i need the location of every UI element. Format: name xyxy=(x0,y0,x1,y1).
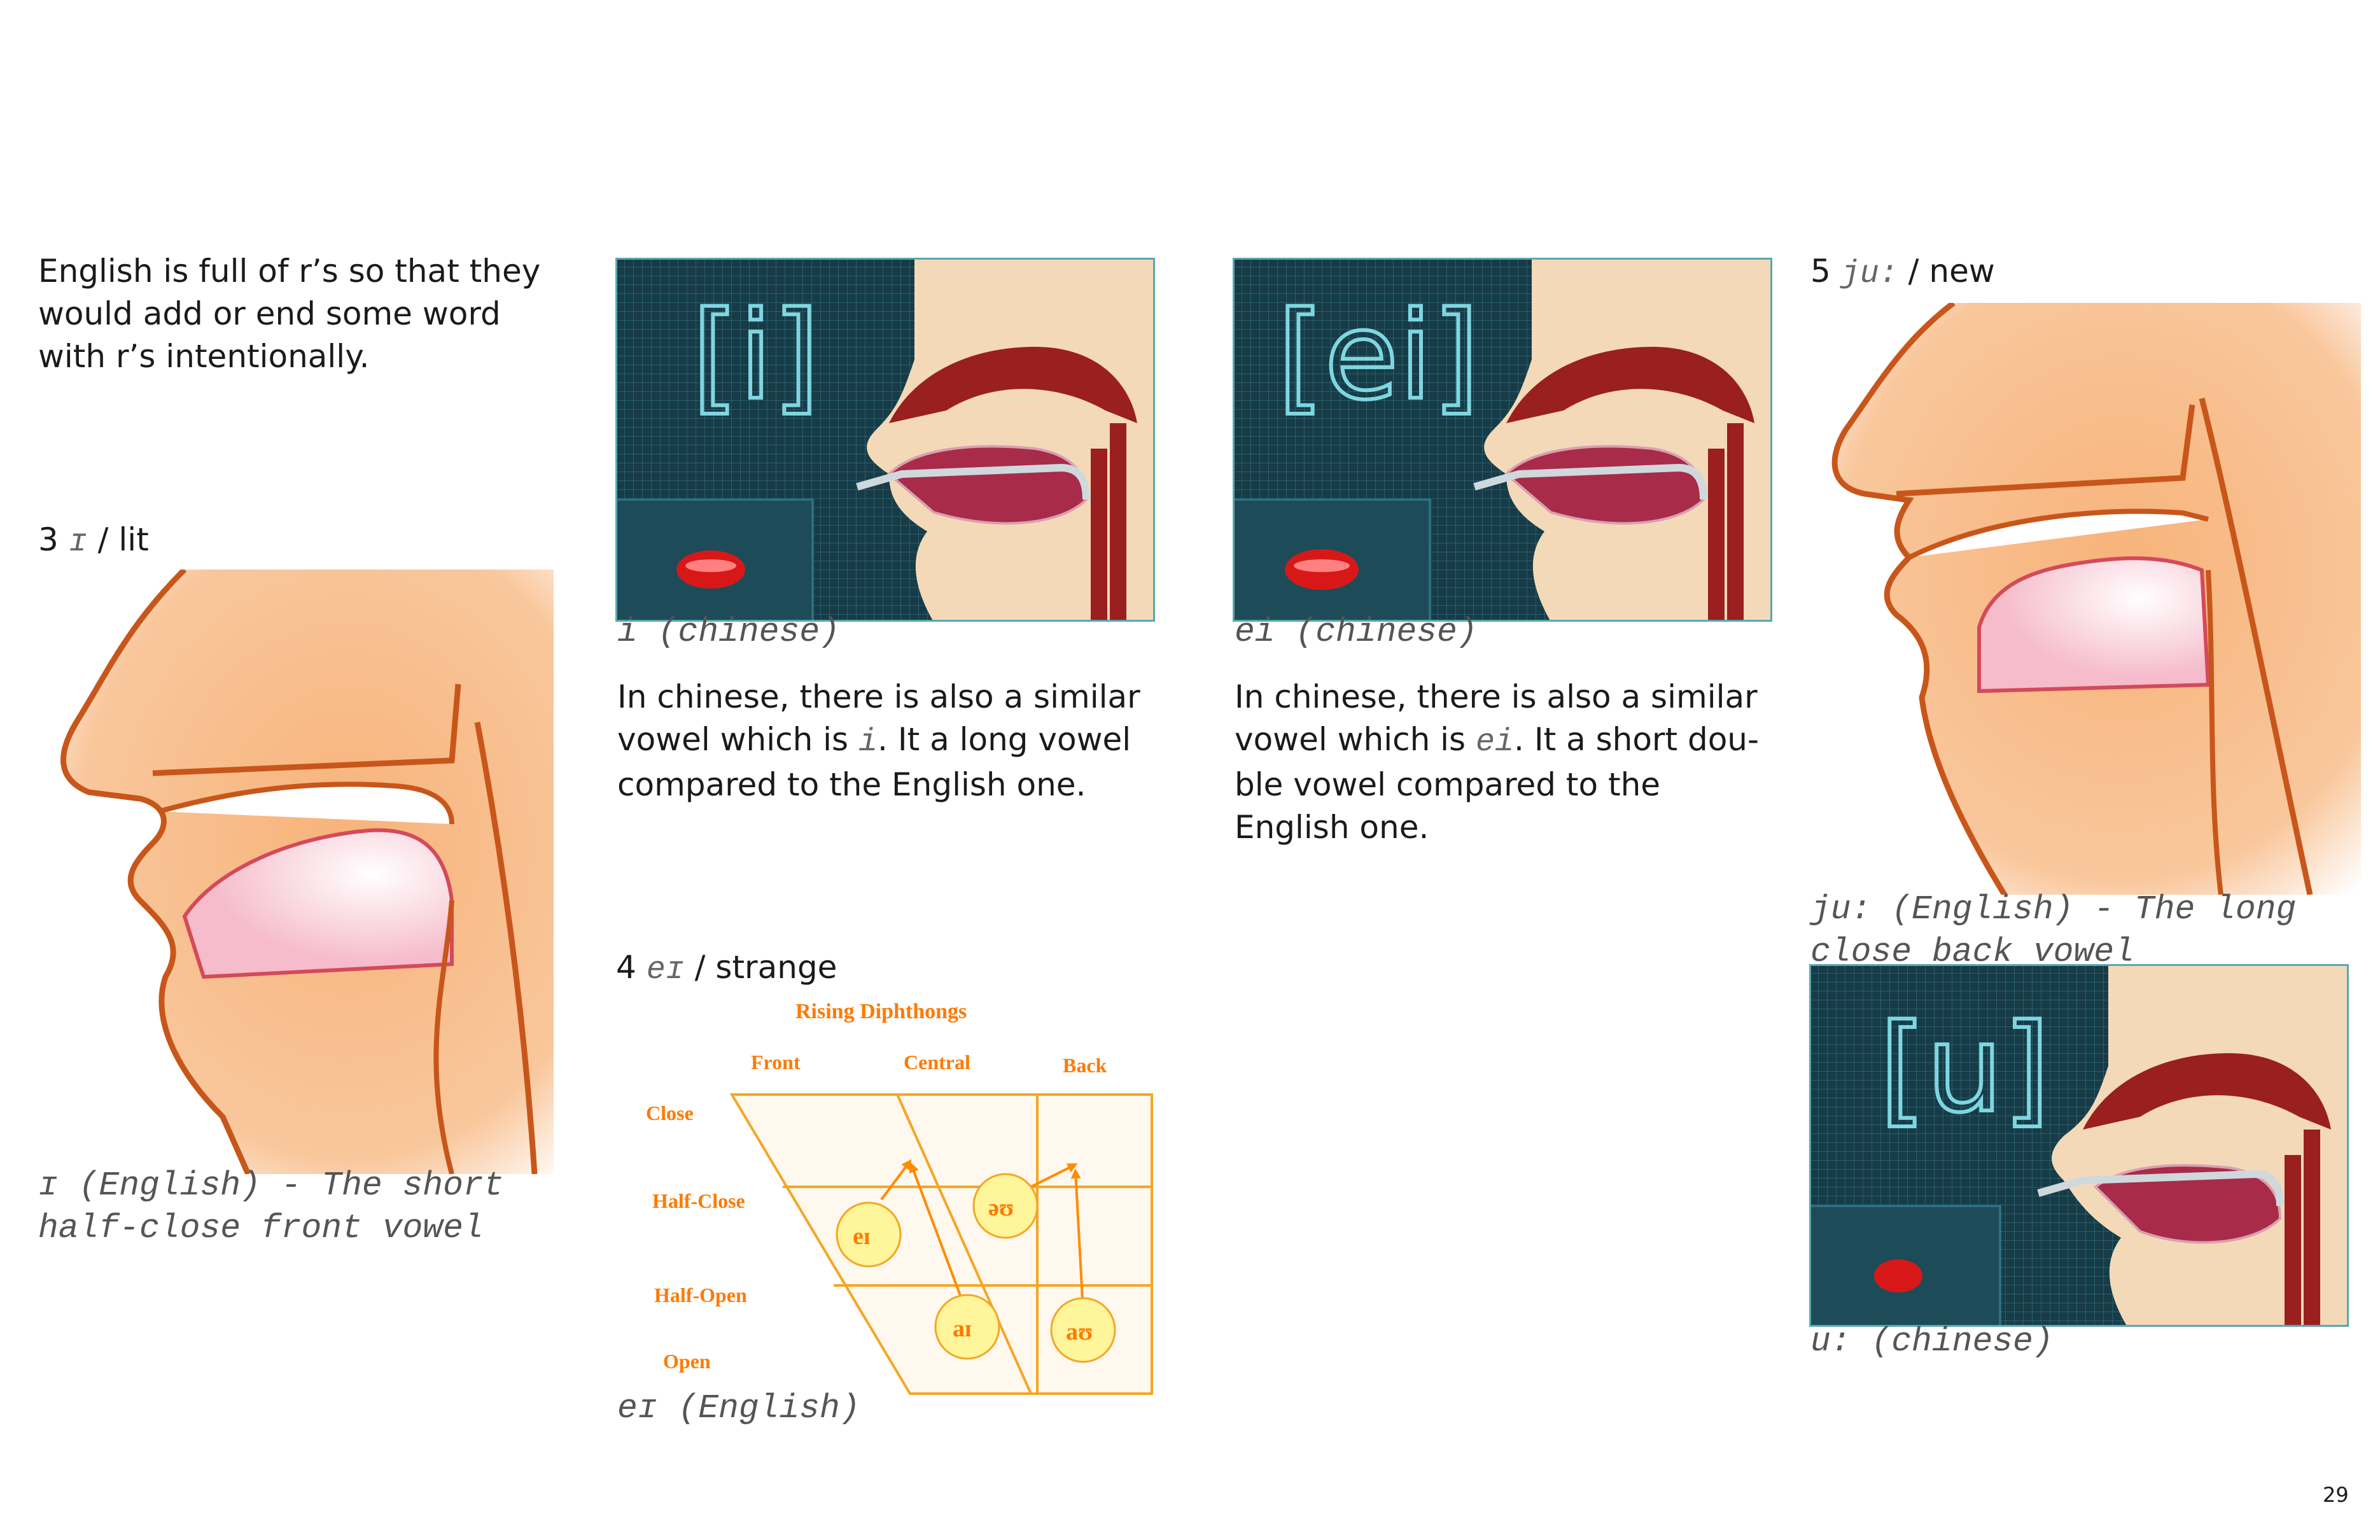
photo-ei-caption: ei (chinese) xyxy=(1235,613,1478,651)
phonetic-symbol: eɪ xyxy=(646,952,685,988)
example-word: strange xyxy=(715,949,837,986)
photo-i-description: In chinese, there is also a similar vowe… xyxy=(617,676,1158,806)
section-3-heading: 3 ɪ / lit xyxy=(38,521,149,562)
chart-label-close: Close xyxy=(646,1102,694,1124)
description-text: . It a long vowel compared to the Englis… xyxy=(617,721,1131,803)
example-word: new xyxy=(1929,253,1995,290)
diphthong-chart: Rising Diphthongs Front Central Back Clo… xyxy=(636,993,1165,1400)
phonetic-symbol: ju: xyxy=(1840,256,1898,292)
section-4-caption: eɪ (English) xyxy=(617,1389,860,1427)
photo-u-label: [u] xyxy=(1879,998,2050,1139)
chart-label-front: Front xyxy=(751,1051,801,1074)
description-text: In chinese, there is also a similar vowe… xyxy=(1235,678,1758,758)
mouth-illustration-short-i xyxy=(38,570,554,1174)
photo-u-caption: u: (chinese) xyxy=(1810,1322,2054,1361)
photo-i-label: [i] xyxy=(692,286,820,426)
section-3-caption-line-1: ɪ (English) - The short xyxy=(38,1166,504,1205)
diphthong-au: aʊ xyxy=(1066,1319,1093,1345)
section-5-caption-line-1: ju: (English) - The long xyxy=(1810,890,2297,928)
phonetic-symbol: ɪ xyxy=(68,524,88,561)
photo-i-caption: i (chinese) xyxy=(617,613,840,651)
heading-slash: / xyxy=(1908,253,1919,290)
example-word: lit xyxy=(118,521,149,558)
description-text: In chinese, there is also a similar vowe… xyxy=(617,678,1140,758)
section-4-heading: 4 eɪ / strange xyxy=(616,948,837,990)
description-symbol: i xyxy=(858,724,878,760)
chart-label-central: Central xyxy=(904,1051,970,1074)
description-text: . It a short dou-ble vowel compared to t… xyxy=(1235,721,1760,846)
photo-chinese-ei: [ei] xyxy=(1233,258,1772,622)
section-number: 3 xyxy=(38,521,59,558)
chart-label-back: Back xyxy=(1063,1054,1107,1077)
mouth-illustration-long-u xyxy=(1826,303,2361,895)
chart-title: Rising Diphthongs xyxy=(795,1000,967,1023)
section-3-caption-line-2: half-close front vowel xyxy=(38,1209,484,1247)
diphthong-ou: əʊ xyxy=(988,1194,1014,1221)
section-5-heading: 5 ju: / new xyxy=(1810,252,1995,293)
diphthong-ai: aɪ xyxy=(953,1315,972,1342)
photo-chinese-u: [u] xyxy=(1809,964,2349,1327)
photo-chinese-i: [i] xyxy=(615,258,1155,622)
photo-ei-description: In chinese, there is also a similar vowe… xyxy=(1235,676,1775,849)
page-number: 29 xyxy=(2323,1483,2349,1507)
photo-ei-label: [ei] xyxy=(1277,286,1480,426)
chart-label-half-close: Half-Close xyxy=(652,1189,745,1212)
diphthong-ei: eɪ xyxy=(853,1223,871,1250)
chart-label-open: Open xyxy=(663,1350,711,1373)
heading-slash: / xyxy=(97,521,109,558)
intro-paragraph: English is full of r’s so that they woul… xyxy=(38,253,541,375)
description-symbol: ei xyxy=(1476,724,1515,760)
chart-label-half-open: Half-Open xyxy=(654,1284,747,1306)
section-number: 5 xyxy=(1810,253,1831,290)
section-number: 4 xyxy=(616,949,636,986)
heading-slash: / xyxy=(694,949,706,986)
